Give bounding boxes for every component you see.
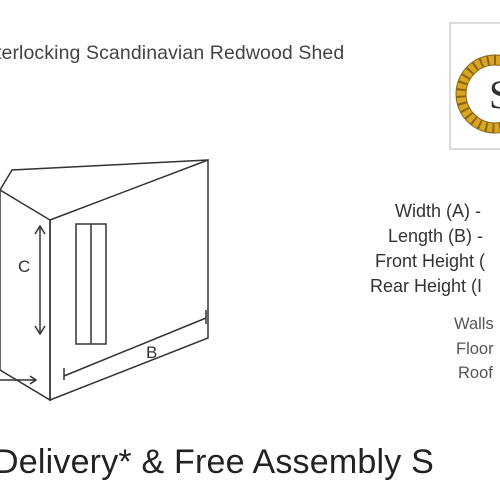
dimension-c-arrow-bottom (34, 325, 46, 336)
dimension-a-arrow (29, 375, 38, 385)
spec-front-height: Front Height ( (375, 251, 486, 271)
logo-letter: S (489, 72, 500, 117)
delivery-banner: Delivery* & Free Assembly S (0, 443, 434, 481)
dimension-b-line (63, 317, 207, 377)
spec-rear-height: Rear Height (I (370, 276, 483, 296)
material-roof: Roof (458, 364, 493, 382)
label-b: B (146, 343, 157, 362)
product-title: terlocking Scandinavian Redwood Shed (0, 42, 345, 64)
brand-logo: S (449, 22, 500, 150)
spec-width: Width (A) - (395, 201, 482, 221)
material-walls: Walls (454, 315, 494, 333)
shed-dimension-diagram: C B (0, 158, 209, 402)
label-c: C (18, 257, 30, 276)
shed-front-wall (0, 189, 51, 402)
rope-ring (456, 55, 500, 133)
shed-roof-edge (0, 159, 209, 191)
spec-length: Length (B) - (388, 226, 484, 246)
material-floor: Floor (456, 340, 494, 358)
shed-side-wall (49, 158, 209, 402)
dimension-c-arrow-top (34, 224, 46, 235)
